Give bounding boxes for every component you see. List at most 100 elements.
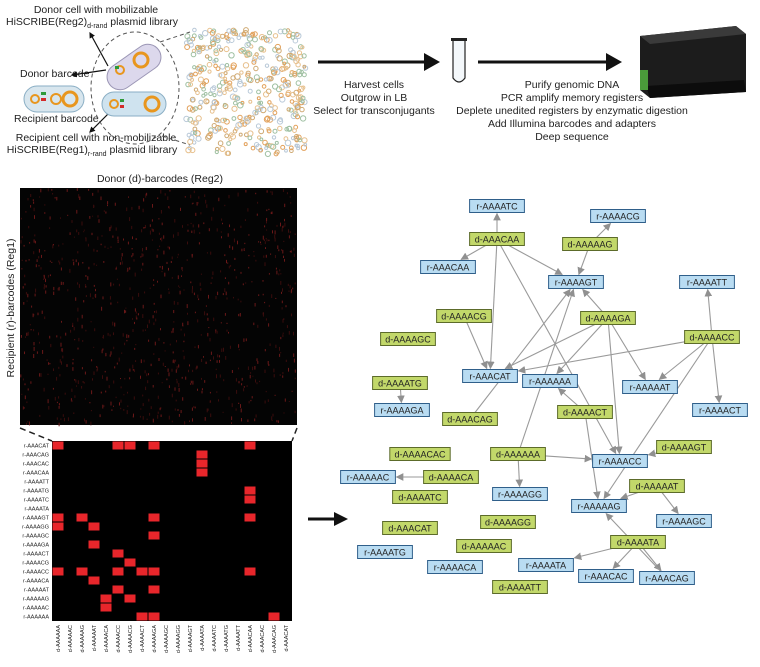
- heatmap-speck: [274, 230, 276, 235]
- network-node-d-AAAATC: d-AAAATC: [392, 490, 448, 504]
- population-cell: [301, 72, 307, 78]
- heatmap-speck: [110, 302, 112, 305]
- network-node-r-AAAAAC: r-AAAAAC: [340, 470, 396, 484]
- heatmap-speck: [139, 415, 141, 418]
- zoom-col-label: d-AAAAAC: [68, 625, 74, 652]
- heatmap-speck: [25, 291, 27, 295]
- heatmap-speck: [262, 280, 264, 282]
- heatmap-speck: [65, 332, 67, 336]
- zoom-cell-r-AAAAGC-d-AAAAGA: [148, 531, 160, 540]
- population-cell: [258, 128, 265, 135]
- node-box: [684, 330, 740, 344]
- edge-d-AAAATA-to-r-AAACAG: [642, 548, 662, 572]
- heatmap-speck: [83, 229, 85, 231]
- population-cell: [301, 137, 308, 144]
- test-tube-icon: [451, 38, 467, 83]
- heatmap-speck: [176, 340, 177, 343]
- heatmap-speck: [33, 201, 35, 204]
- heatmap-speck: [205, 199, 207, 204]
- heatmap-speck: [228, 281, 230, 285]
- heatmap-speck: [85, 295, 87, 297]
- heatmap-speck: [262, 293, 264, 296]
- heatmap-speck: [129, 217, 131, 222]
- step2-line: Deep sequence: [535, 131, 609, 143]
- heatmap-speck: [233, 296, 234, 299]
- heatmap-speck: [174, 359, 175, 364]
- heatmap-speck: [187, 224, 189, 226]
- heatmap-speck: [33, 354, 35, 358]
- heatmap-speck: [44, 250, 46, 252]
- heatmap-speck: [158, 232, 160, 235]
- heatmap-speck: [71, 220, 73, 223]
- zoom-row-label: r-AAAATT: [24, 480, 49, 486]
- heatmap-speck: [284, 218, 285, 222]
- heatmap-speck: [216, 374, 217, 379]
- population-cell: [295, 114, 300, 120]
- heatmap-speck: [69, 268, 71, 273]
- network-node-d-AAACAT: d-AAACAT: [382, 521, 438, 535]
- heatmap-speck: [108, 385, 110, 389]
- heatmap-speck: [187, 321, 189, 326]
- heatmap-speck: [257, 324, 259, 328]
- heatmap-speck: [155, 310, 157, 314]
- heatmap-speck: [268, 273, 270, 275]
- heatmap-speck: [279, 374, 281, 376]
- heatmap-speck: [270, 191, 272, 193]
- population-cell: [209, 86, 216, 93]
- heatmap-speck: [181, 275, 182, 277]
- heatmap-speck: [229, 224, 230, 228]
- heatmap-speck: [107, 247, 109, 249]
- zoom-cell-r-AAAAAA-d-AAACAG: [268, 612, 280, 621]
- heatmap-speck: [294, 377, 296, 380]
- heatmap-speck: [217, 291, 219, 296]
- population-cell: [189, 73, 194, 78]
- heatmap-speck: [200, 288, 202, 291]
- heatmap-speck: [228, 396, 230, 400]
- heatmap-speck: [197, 294, 199, 298]
- heatmap-speck: [282, 225, 284, 229]
- population-cell: [237, 101, 244, 109]
- zoom-cell-r-AAAAAC-d-AAAACA: [100, 603, 112, 612]
- heatmap-speck: [59, 359, 61, 363]
- population-cell: [291, 53, 297, 59]
- edge-d-AAAACC-to-r-AAAATT: [704, 288, 713, 331]
- population-cell: [196, 50, 201, 55]
- heatmap-speck: [63, 417, 65, 422]
- heatmap-speck: [93, 371, 95, 375]
- heatmap-speck: [87, 243, 89, 247]
- step1-text: Harvest cells Outgrow in LB Select for t…: [313, 79, 434, 117]
- heatmap-speck: [62, 243, 64, 245]
- zoom-cell-r-AAACAT-d-AAAACC: [112, 441, 124, 450]
- node-box: [578, 569, 634, 583]
- heatmap-speck: [43, 387, 45, 392]
- heatmap-speck: [224, 254, 226, 257]
- heatmap-speck: [247, 208, 249, 212]
- heatmap-speck: [282, 372, 284, 375]
- heatmap-speck: [74, 339, 76, 341]
- heatmap-speck: [264, 400, 266, 404]
- heatmap-speck: [215, 296, 217, 300]
- heatmap-speck: [281, 291, 282, 294]
- zoom-cell-r-AAAAAG-d-AAAACG: [124, 594, 136, 603]
- heatmap-speck: [256, 382, 258, 385]
- heatmap-speck: [281, 307, 283, 310]
- population-cell: [202, 30, 209, 37]
- zoom-col-label: d-AAAACG: [128, 625, 134, 653]
- heatmap-speck: [173, 321, 175, 323]
- zoom-row-label: r-AAAAAA: [23, 615, 49, 621]
- heatmap-speck: [265, 318, 267, 321]
- heatmap-speck: [190, 380, 192, 384]
- zoom-row-label: r-AAAAAC: [23, 606, 49, 612]
- zoom-connector-left: [19, 427, 53, 442]
- population-cell: [188, 42, 194, 48]
- heatmap-speck: [74, 379, 76, 381]
- heatmap-speck: [280, 336, 282, 340]
- heatmap-speck: [101, 349, 103, 354]
- node-box: [382, 521, 438, 535]
- heatmap-speck: [201, 377, 202, 380]
- heatmap-speck: [271, 191, 273, 196]
- heatmap-speck: [166, 261, 168, 264]
- edge-d-AAAAAA-to-r-AAAACC: [545, 454, 593, 463]
- heatmap-speck: [274, 234, 276, 239]
